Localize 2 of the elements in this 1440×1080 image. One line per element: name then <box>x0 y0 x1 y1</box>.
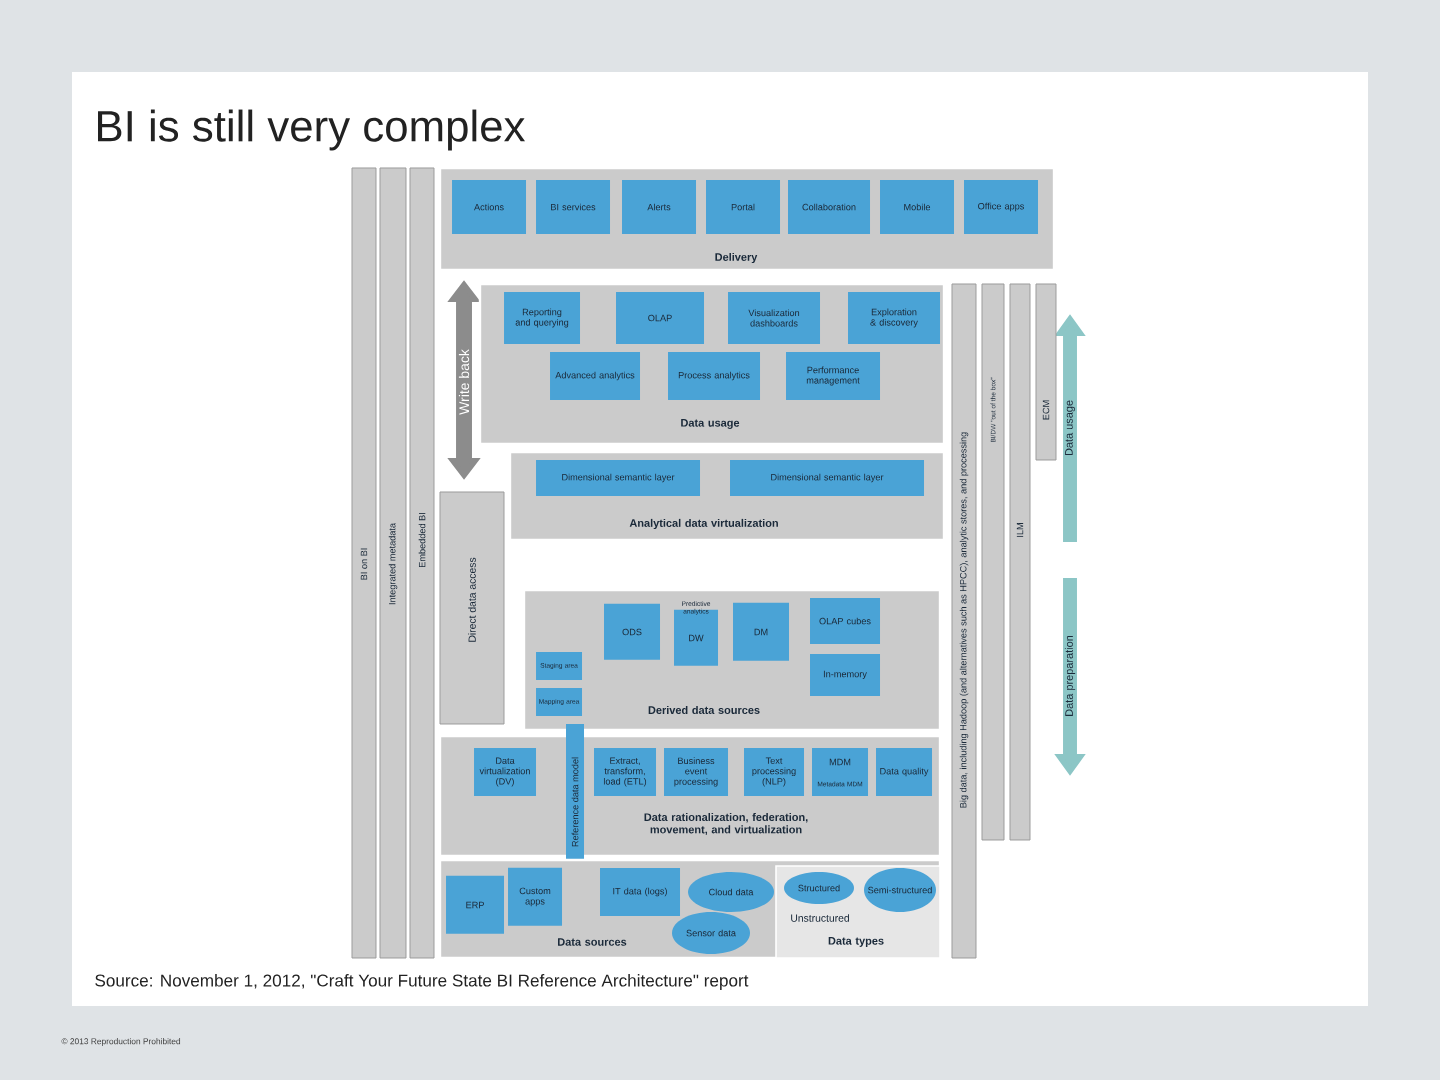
title: BI is still very complex <box>98 109 525 151</box>
caption: Source: November 1, 2012, "Craft Your Future State BI Reference Architecture" report <box>95 974 749 990</box>
